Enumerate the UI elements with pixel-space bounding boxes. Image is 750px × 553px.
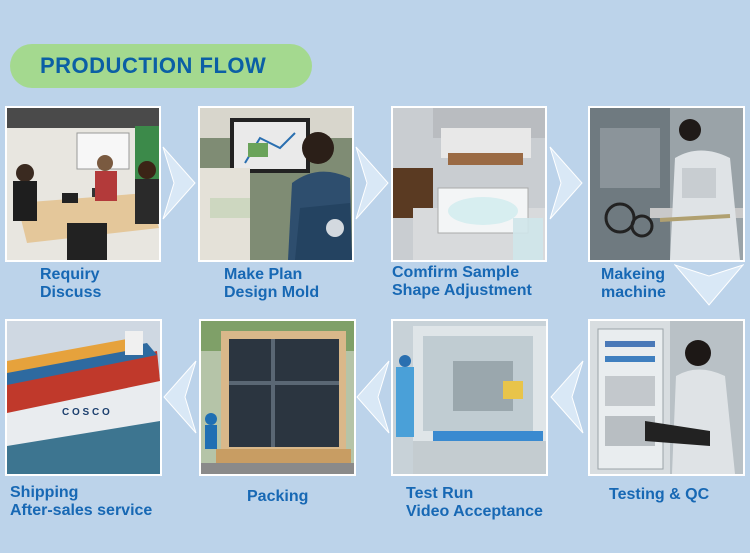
step-label-testing: Testing & QC — [609, 486, 709, 504]
step-label-line1: Packing — [247, 488, 309, 505]
ship-brand-text: C O S C O — [62, 407, 110, 418]
step-label-requiry: Requiry Discuss — [40, 266, 101, 302]
step-label-line1: Make Plan — [224, 266, 303, 283]
photo-test-run — [391, 319, 548, 476]
step-label-line1: Test Run — [406, 485, 474, 502]
step-label-line1: Shipping — [10, 484, 79, 501]
arrow-left-2-icon — [356, 360, 390, 434]
step-label-line1: Makeing — [601, 266, 666, 283]
arrow-right-1-icon — [162, 146, 196, 220]
step-label-packing: Packing — [247, 488, 308, 506]
photo-shipping: C O S C O — [5, 319, 162, 476]
step-label-shipping: Shipping After-sales service — [10, 484, 152, 520]
step-label-line1: Comfirm Sample — [392, 264, 520, 281]
arrow-left-1-icon — [163, 360, 197, 434]
arrow-down-icon — [674, 264, 744, 306]
arrow-right-3-icon — [549, 146, 583, 220]
step-label-line1: Requiry — [40, 266, 100, 283]
page-title: PRODUCTION FLOW — [40, 53, 267, 78]
step-label-line2: Video Acceptance — [406, 503, 543, 520]
photo-making-machine — [588, 106, 745, 262]
step-label-machine: Makeing machine — [601, 266, 666, 302]
photo-testing-qc — [588, 319, 745, 476]
step-label-line2: Shape Adjustment — [392, 282, 532, 299]
photo-packing — [199, 319, 356, 476]
step-label-line1: Testing & QC — [609, 486, 710, 503]
step-label-line2: Discuss — [40, 284, 102, 301]
arrow-left-3-icon — [550, 360, 584, 434]
photo-requiry-discuss — [5, 106, 161, 262]
arrow-right-2-icon — [355, 146, 389, 220]
step-label-design: Make Plan Design Mold — [224, 266, 319, 302]
step-label-line2: Design Mold — [224, 284, 320, 301]
step-label-line2: After-sales service — [10, 502, 153, 519]
step-label-sample: Comfirm Sample Shape Adjustment — [392, 264, 532, 300]
title-pill: PRODUCTION FLOW — [10, 44, 312, 88]
photo-design-mold — [198, 106, 354, 262]
step-label-line2: machine — [601, 284, 666, 301]
photo-confirm-sample — [391, 106, 547, 262]
step-label-test-run: Test Run Video Acceptance — [406, 485, 543, 521]
